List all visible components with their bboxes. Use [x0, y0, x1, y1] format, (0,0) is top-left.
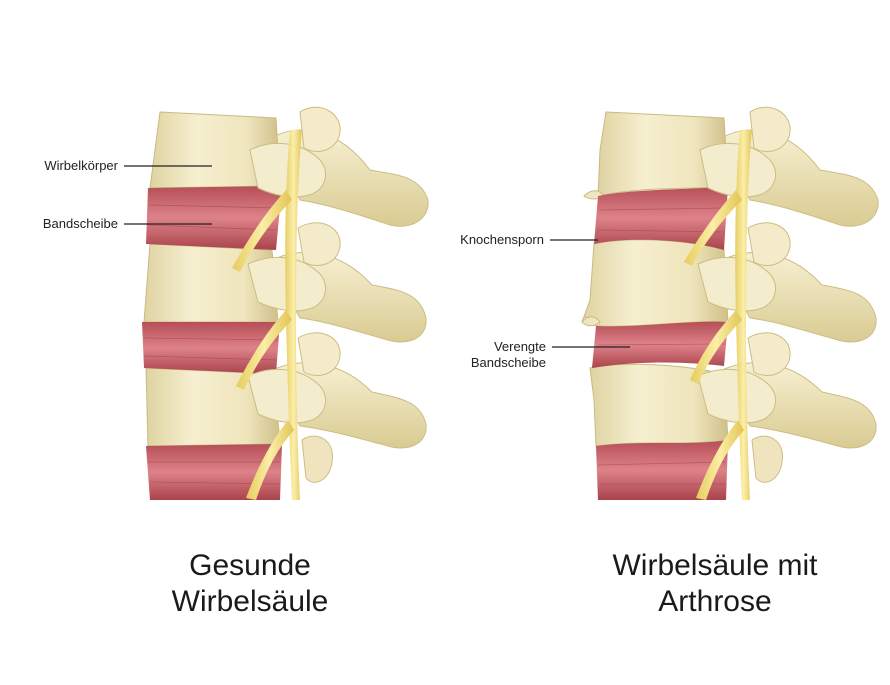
spinal-nerves-arthritic: [684, 130, 752, 500]
intervertebral-discs: [142, 186, 282, 500]
label-bone-spur: Knochensporn: [460, 232, 544, 247]
label-vertebral-body: Wirbelkörper: [44, 158, 118, 173]
caption-arthritic-spine: Wirbelsäule mit Arthrose: [570, 548, 860, 620]
healthy-spine-illustration: [142, 106, 429, 500]
caption-healthy-spine: Gesunde Wirbelsäule: [130, 548, 370, 620]
label-narrowed-disc-line1: Verengte: [493, 339, 546, 354]
label-narrowed-disc-line2: Bandscheibe: [470, 355, 546, 370]
spinal-nerves: [232, 130, 302, 500]
caption-arthritic-line2: Arthrose: [658, 585, 772, 618]
caption-healthy-line2: Wirbelsäule: [171, 585, 329, 618]
caption-arthritic-line1: Wirbelsäule mit: [612, 549, 818, 582]
label-disc: Bandscheibe: [42, 216, 118, 231]
label-narrowed-disc: Verengte Bandscheibe: [410, 339, 546, 371]
intervertebral-discs-arthritic: [592, 186, 728, 500]
arthritic-spine-illustration: [581, 106, 879, 500]
caption-healthy-line1: Gesunde: [189, 549, 311, 582]
